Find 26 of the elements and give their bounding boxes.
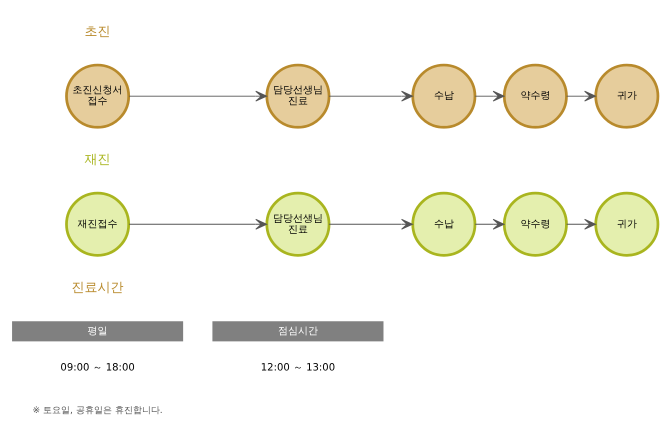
arrow (474, 90, 505, 102)
node-circle: 담당선생님 진료 (265, 64, 330, 129)
node-circle: 약수령 (502, 64, 568, 129)
label: 평일 (88, 326, 108, 337)
label: 점심시간 (278, 326, 318, 337)
label: 12:00 ～ 13:00 (260, 362, 336, 374)
node-circle: 담당선생님 진료 (265, 192, 330, 257)
label: ※ 토요일, 공휴일은 휴진합니다. (32, 406, 163, 416)
node-circle: 재진접수 (65, 192, 130, 257)
arrow (328, 218, 413, 230)
arrow (128, 90, 268, 102)
node-circle: 수납 (411, 64, 476, 129)
arrow (128, 218, 268, 230)
arrow (566, 90, 596, 102)
node-circle: 약수령 (502, 192, 568, 257)
label: 초진 (84, 24, 111, 40)
node-circle: 수납 (411, 192, 476, 257)
label: 진료시간 (72, 280, 124, 296)
arrow (566, 218, 596, 230)
node-circle: 귀가 (594, 192, 660, 257)
arrow (328, 90, 413, 102)
label: 09:00 ～ 18:00 (60, 362, 135, 374)
node-circle: 초진신청서 접수 (65, 64, 130, 129)
node-circle: 귀가 (594, 64, 660, 129)
arrow (474, 218, 505, 230)
label: 재진 (84, 152, 111, 168)
